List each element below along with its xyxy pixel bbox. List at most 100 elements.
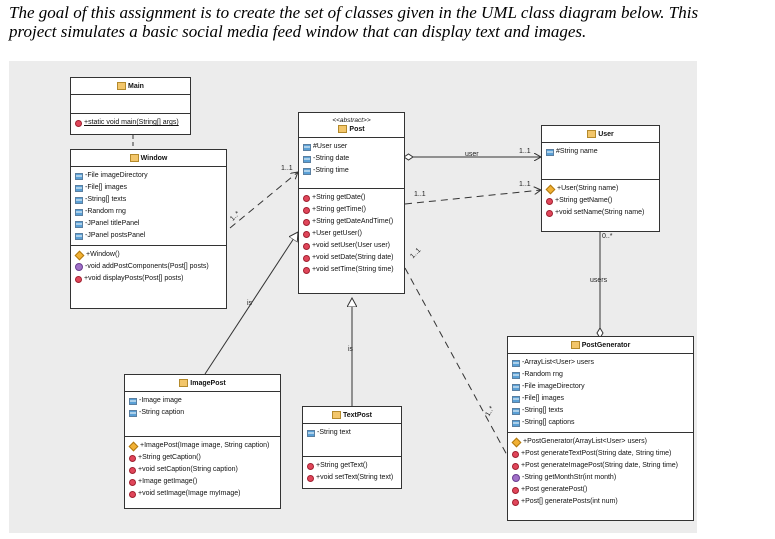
method-section: +PostGenerator(ArrayList<User> users) +P… (508, 432, 693, 511)
attribute-row: -Image image (129, 395, 276, 407)
method-section: +ImagePost(Image image, String caption) … (125, 436, 280, 503)
class-post-generator: PostGenerator -ArrayList<User> users -Ra… (507, 336, 694, 521)
method-row: +String getName() (546, 195, 655, 207)
class-name: ImagePost (190, 380, 226, 387)
method-row: +PostGenerator(ArrayList<User> users) (511, 436, 689, 448)
method-row: +String getDateAndTime() (303, 216, 400, 228)
public-method-icon (303, 266, 310, 274)
constructor-icon (74, 250, 85, 260)
attribute-row: #User user (303, 141, 400, 153)
class-post: <<abstract>>Post #User user -String date… (298, 112, 405, 294)
class-icon (179, 379, 189, 388)
attribute-section: -ArrayList<User> users -Random rng -File… (508, 354, 693, 432)
imagepost-post-generalization (204, 232, 298, 375)
field-icon (512, 359, 520, 367)
method-row: +void setUser(User user) (303, 240, 400, 252)
attribute-row: -Random rng (512, 369, 689, 381)
class-icon (331, 411, 341, 420)
public-method-icon (303, 194, 310, 202)
public-method-icon (129, 454, 136, 462)
public-method-icon (512, 486, 519, 494)
public-method-icon (512, 450, 519, 458)
field-icon (303, 167, 311, 175)
method-row: +void displayPosts(Post[] posts) (75, 273, 222, 285)
field-icon (75, 232, 83, 240)
attribute-row: -String[] texts (75, 194, 222, 206)
method-row: +Post generateImagePost(String date, Str… (512, 460, 689, 472)
multiplicity-window-post: 1..1 (281, 165, 293, 172)
public-method-icon (75, 119, 82, 127)
method-row: +void setDate(String date) (303, 252, 400, 264)
method-row: +Post generateTextPost(String date, Stri… (512, 448, 689, 460)
class-name: TextPost (342, 412, 373, 419)
public-method-icon (303, 254, 310, 262)
attribute-section: -String text (303, 424, 401, 456)
class-name: PostGenerator (581, 342, 631, 349)
method-row: +void setText(String text) (307, 472, 397, 484)
method-section: +User(String name) +String getName() +vo… (542, 179, 659, 222)
private-method-icon (512, 474, 520, 482)
method-row: +Image getImage() (129, 476, 276, 488)
class-icon (587, 130, 597, 139)
field-icon (75, 208, 83, 216)
method-row: +User getUser() (303, 228, 400, 240)
public-method-icon (303, 242, 310, 250)
role-label-user: user (465, 151, 479, 158)
field-icon (75, 184, 83, 192)
method-row: +String getDate() (303, 192, 400, 204)
public-method-icon (546, 209, 553, 217)
method-row: +Window() (74, 249, 222, 261)
attribute-row: -String caption (129, 407, 276, 419)
window-post-dependency (229, 172, 298, 229)
field-icon (512, 371, 520, 379)
attribute-row: -File[] images (75, 182, 222, 194)
field-icon (307, 429, 315, 437)
class-icon (117, 82, 127, 91)
attribute-section: #User user -String date -String time (299, 138, 404, 188)
field-icon (512, 407, 520, 415)
post-aggregation-diamond (403, 153, 414, 161)
field-icon (303, 155, 311, 163)
attribute-row: -JPanel postsPanel (75, 230, 222, 242)
post-user-dependency (404, 190, 541, 205)
public-method-icon (129, 490, 136, 498)
method-row: +String getText() (307, 460, 397, 472)
method-row: +String getCaption() (129, 452, 276, 464)
method-row: +Post[] generatePosts(int num) (512, 496, 689, 508)
multiplicity-zero-many: 0..* (602, 233, 613, 240)
attribute-row: -String[] texts (512, 405, 689, 417)
class-icon (129, 154, 139, 163)
public-method-icon (546, 197, 553, 205)
class-icon (570, 341, 580, 350)
multiplicity-post-dependency: 1..1 (414, 191, 426, 198)
method-row: +Post generatePost() (512, 484, 689, 496)
assignment-intro: The goal of this assignment is to create… (9, 3, 769, 41)
intro-line-2: project simulates a basic social media f… (9, 22, 587, 41)
attribute-section (71, 95, 190, 113)
public-method-icon (307, 462, 314, 470)
method-row: -void addPostComponents(Post[] posts) (75, 261, 222, 273)
class-header: <<abstract>>Post (299, 113, 404, 138)
public-method-icon (512, 498, 519, 506)
class-header: ImagePost (125, 375, 280, 392)
method-section: +String getDate() +String getTime() +Str… (299, 188, 404, 279)
multiplicity-post-user: 1..1 (519, 148, 531, 155)
attribute-row: -File[] images (512, 393, 689, 405)
attribute-section: -File imageDirectory -File[] images -Str… (71, 167, 226, 245)
attribute-row: #String name (546, 146, 655, 158)
public-method-icon (129, 466, 136, 474)
method-row: +void setTime(String time) (303, 264, 400, 276)
intro-line-1: The goal of this assignment is to create… (9, 3, 699, 22)
generalization-label-image: is (247, 300, 253, 307)
class-header: Window (71, 150, 226, 167)
class-window: Window -File imageDirectory -File[] imag… (70, 149, 227, 309)
constructor-icon (511, 437, 522, 447)
public-method-icon (303, 206, 310, 214)
method-row: +void setName(String name) (546, 207, 655, 219)
method-section: +static void main(String[] args) (71, 113, 190, 132)
stereotype-label: <<abstract>> (332, 117, 371, 124)
field-icon (75, 220, 83, 228)
attribute-row: -File imageDirectory (75, 170, 222, 182)
class-header: TextPost (303, 407, 401, 424)
method-row: +ImagePost(Image image, String caption) (128, 440, 276, 452)
